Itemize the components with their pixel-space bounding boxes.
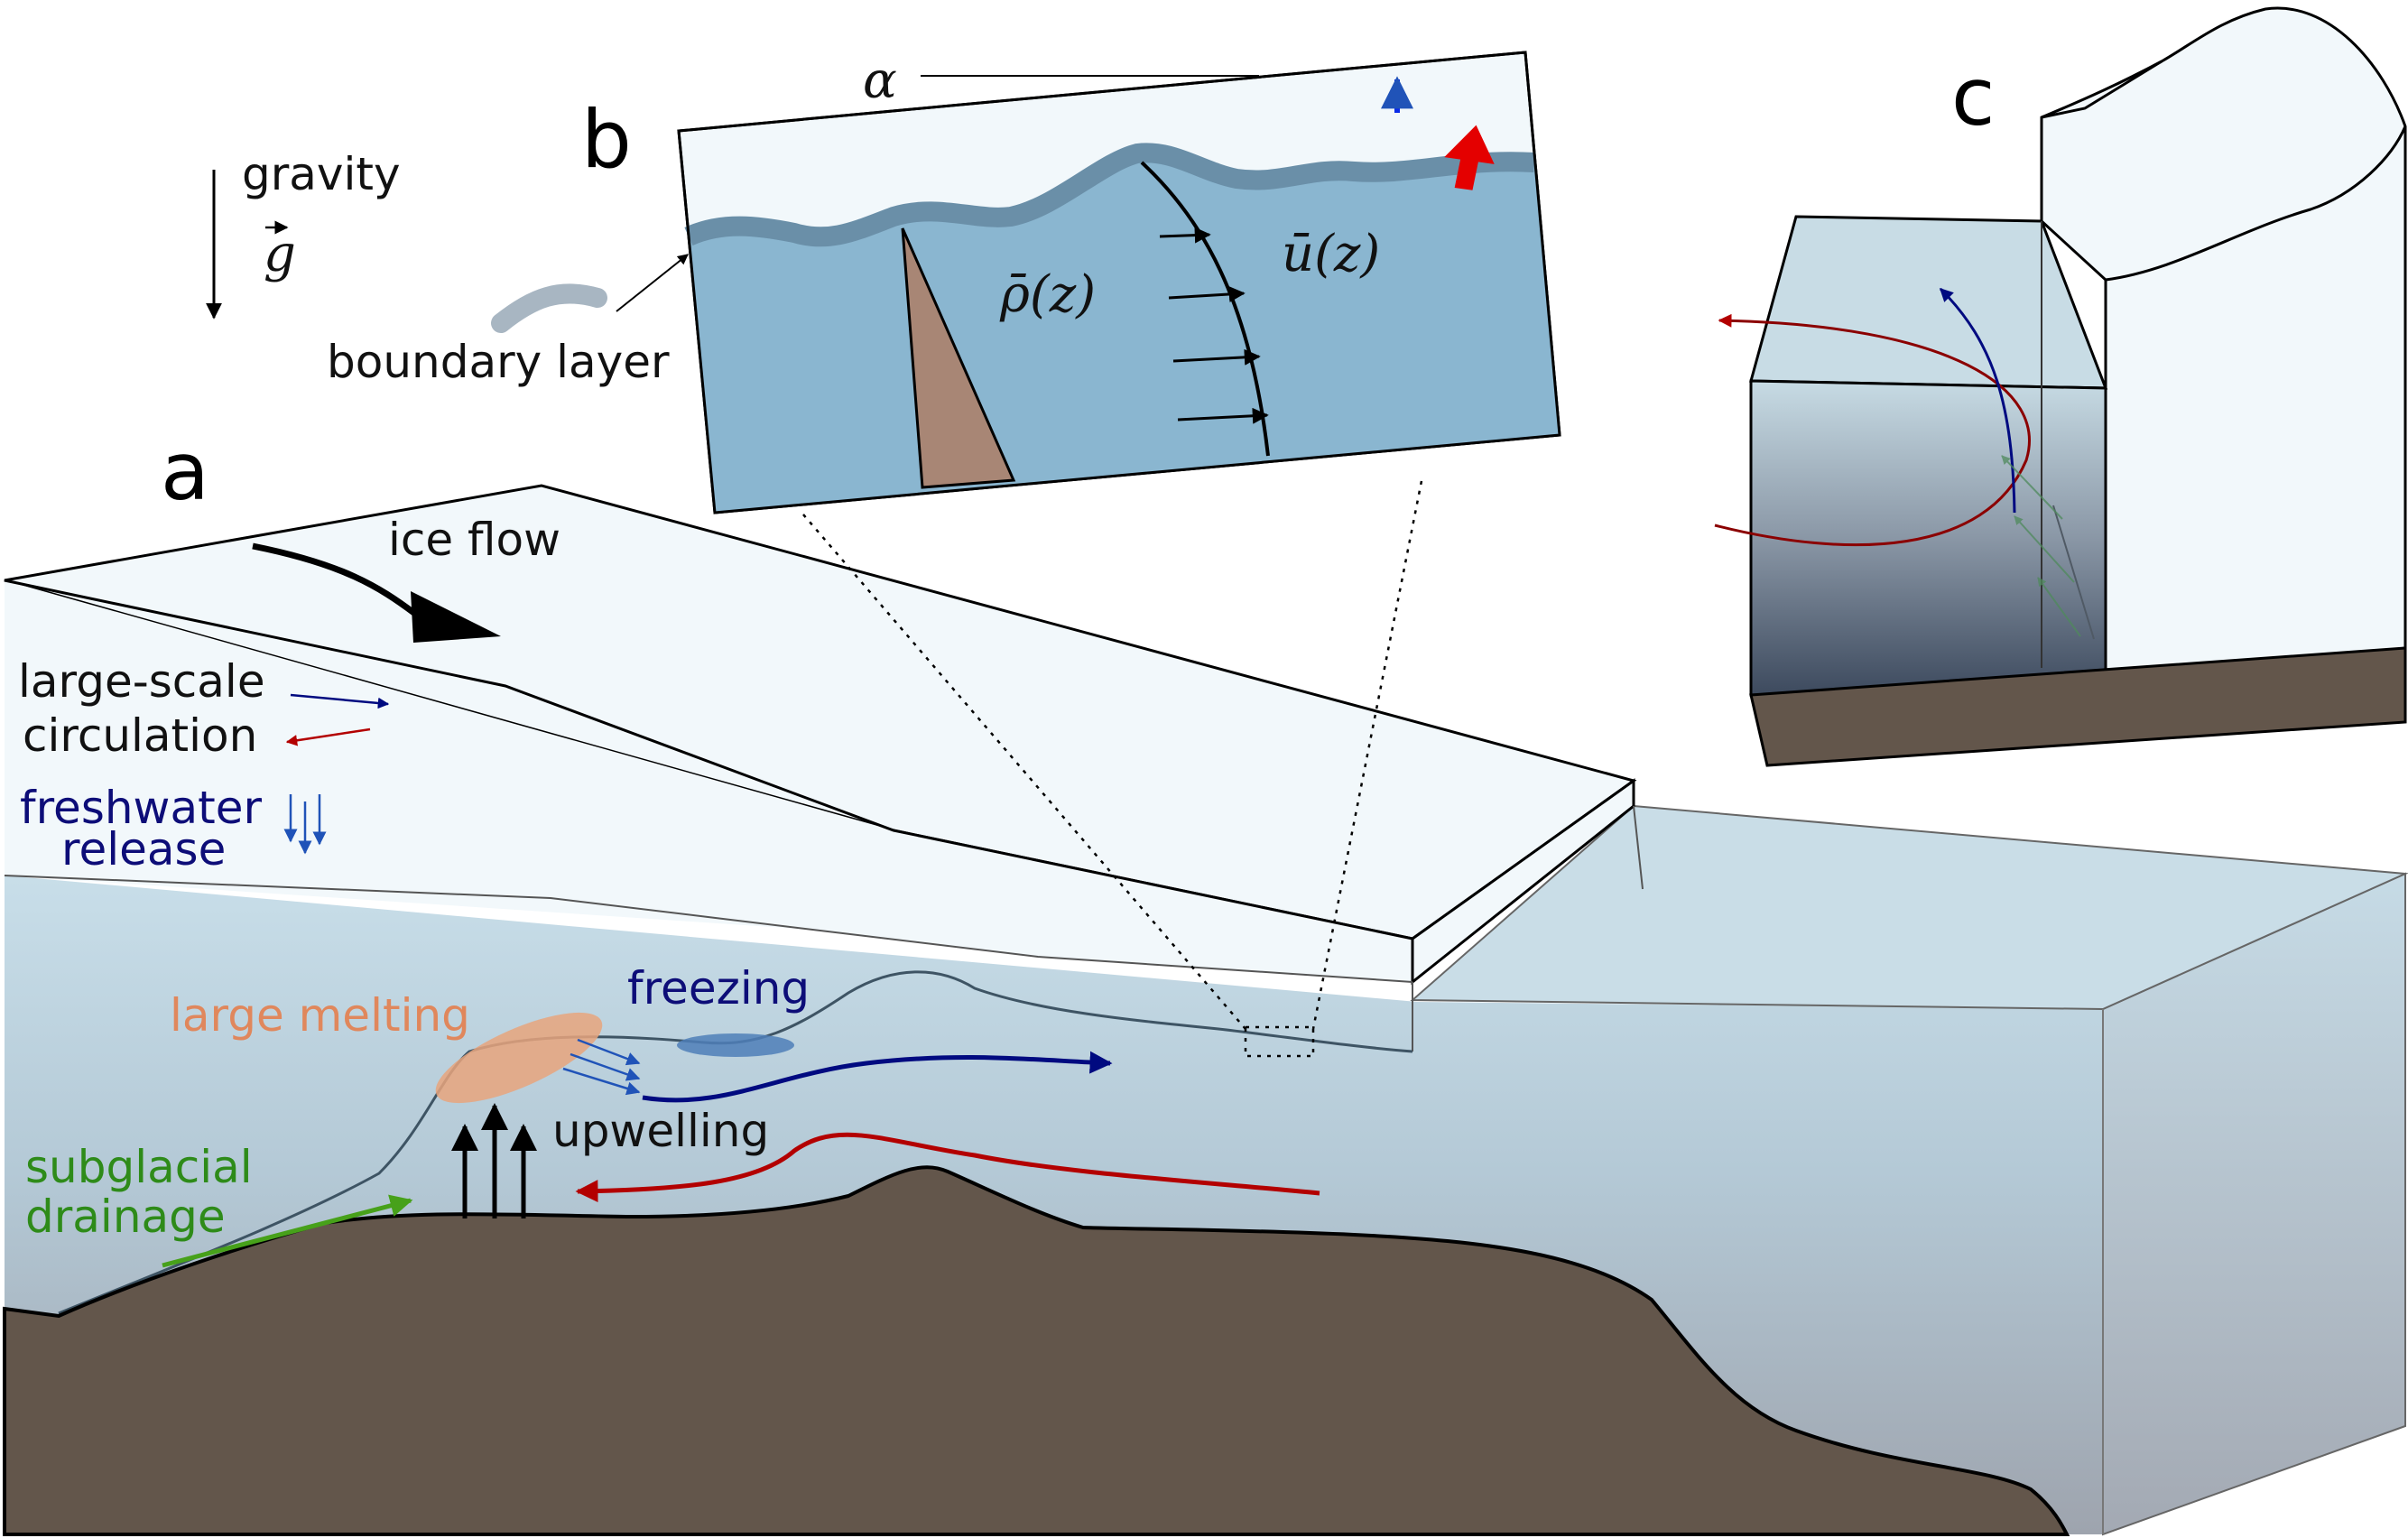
ice-flow-arrow [252,542,418,616]
velocity-arrows [1159,227,1269,424]
panel-b: ρ̄(z) ū(z) α b boundary layer [327,51,1561,514]
panel-c-subglacial-arrows [2001,455,2081,637]
zoom-guide-lines [802,480,1423,1030]
zoom-region-box [1244,1025,1315,1058]
freshwater-legend-line2: release [61,823,226,876]
panel-c-plume-arrow [1939,287,2016,514]
large-melting-ellipse [435,1012,603,1104]
panel-c-bedrock [1749,646,2407,767]
boundary-layer-band [684,143,1535,247]
ice-shelf-side [5,580,1412,982]
ice-flow-label: ice flow [388,514,560,566]
water-block-top [1749,215,2108,390]
upwelling-arrows [451,1103,537,1218]
panel-c: c [1714,6,2407,767]
density-profile-wedge [901,227,1016,489]
panel-c-letter: c [1951,51,1995,144]
circulation-legend-line2: circulation [23,709,257,762]
freezing-label: freezing [627,962,810,1015]
freshwater-legend-line1: freshwater [20,782,262,834]
velocity-label: ū(z) [1282,225,1380,283]
legend-inflow-arrow [285,727,371,746]
upwelling-label: upwelling [552,1105,769,1157]
boundary-layer-pointer [616,254,689,312]
freezing-ellipse [677,1033,794,1057]
subglacial-label-line2: drainage [25,1191,226,1243]
panel-a: ice flow large-scale circulation freshwa… [2,148,2408,1536]
subglacial-arrow [162,1194,413,1268]
glacier-block [2040,6,2407,688]
boundary-layer-swatch [491,283,607,333]
panel-b-letter: b [581,93,632,186]
legend-outflow-arrow [290,693,390,709]
inflow-arrow [575,1132,1320,1203]
gravity-label: gravity [242,148,401,200]
large-melting-label: large melting [170,989,470,1042]
meltwater-arrows [562,1038,641,1096]
freshwater-legend-arrows [283,794,327,855]
boundary-layer-label: boundary layer [327,336,670,388]
bedrock [2,1165,2070,1536]
outflow-arrow [642,1051,1113,1103]
subglacial-label-line1: subglacial [25,1141,253,1193]
density-label: ρ̄(z) [999,265,1096,324]
velocity-profile-curve [1140,161,1270,457]
gravity-symbol: g [264,225,296,283]
panel-c-inflow-loop [1714,313,2031,547]
circulation-legend-line1: large-scale [18,655,265,708]
red-up-arrow [1444,125,1495,190]
slope-angle-label: α [863,51,897,110]
panel-a-letter: a [161,425,209,518]
